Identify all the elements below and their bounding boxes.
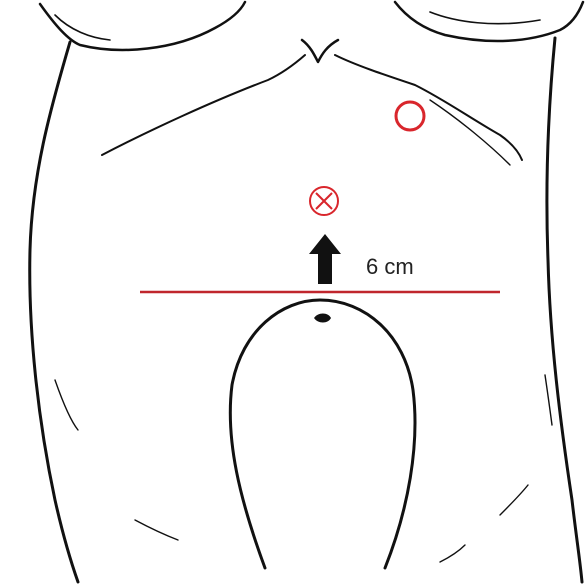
measurement-label: 6 cm — [366, 254, 414, 279]
umbilicus — [314, 314, 331, 323]
circle-x-icon — [310, 187, 338, 215]
up-arrow-icon — [309, 234, 341, 284]
lower-abdomen-outline — [230, 300, 415, 568]
circle-icon — [396, 102, 424, 130]
xiphoid-notch — [302, 40, 338, 62]
skin-fold-marks — [55, 375, 552, 562]
costal-margins — [102, 55, 522, 165]
